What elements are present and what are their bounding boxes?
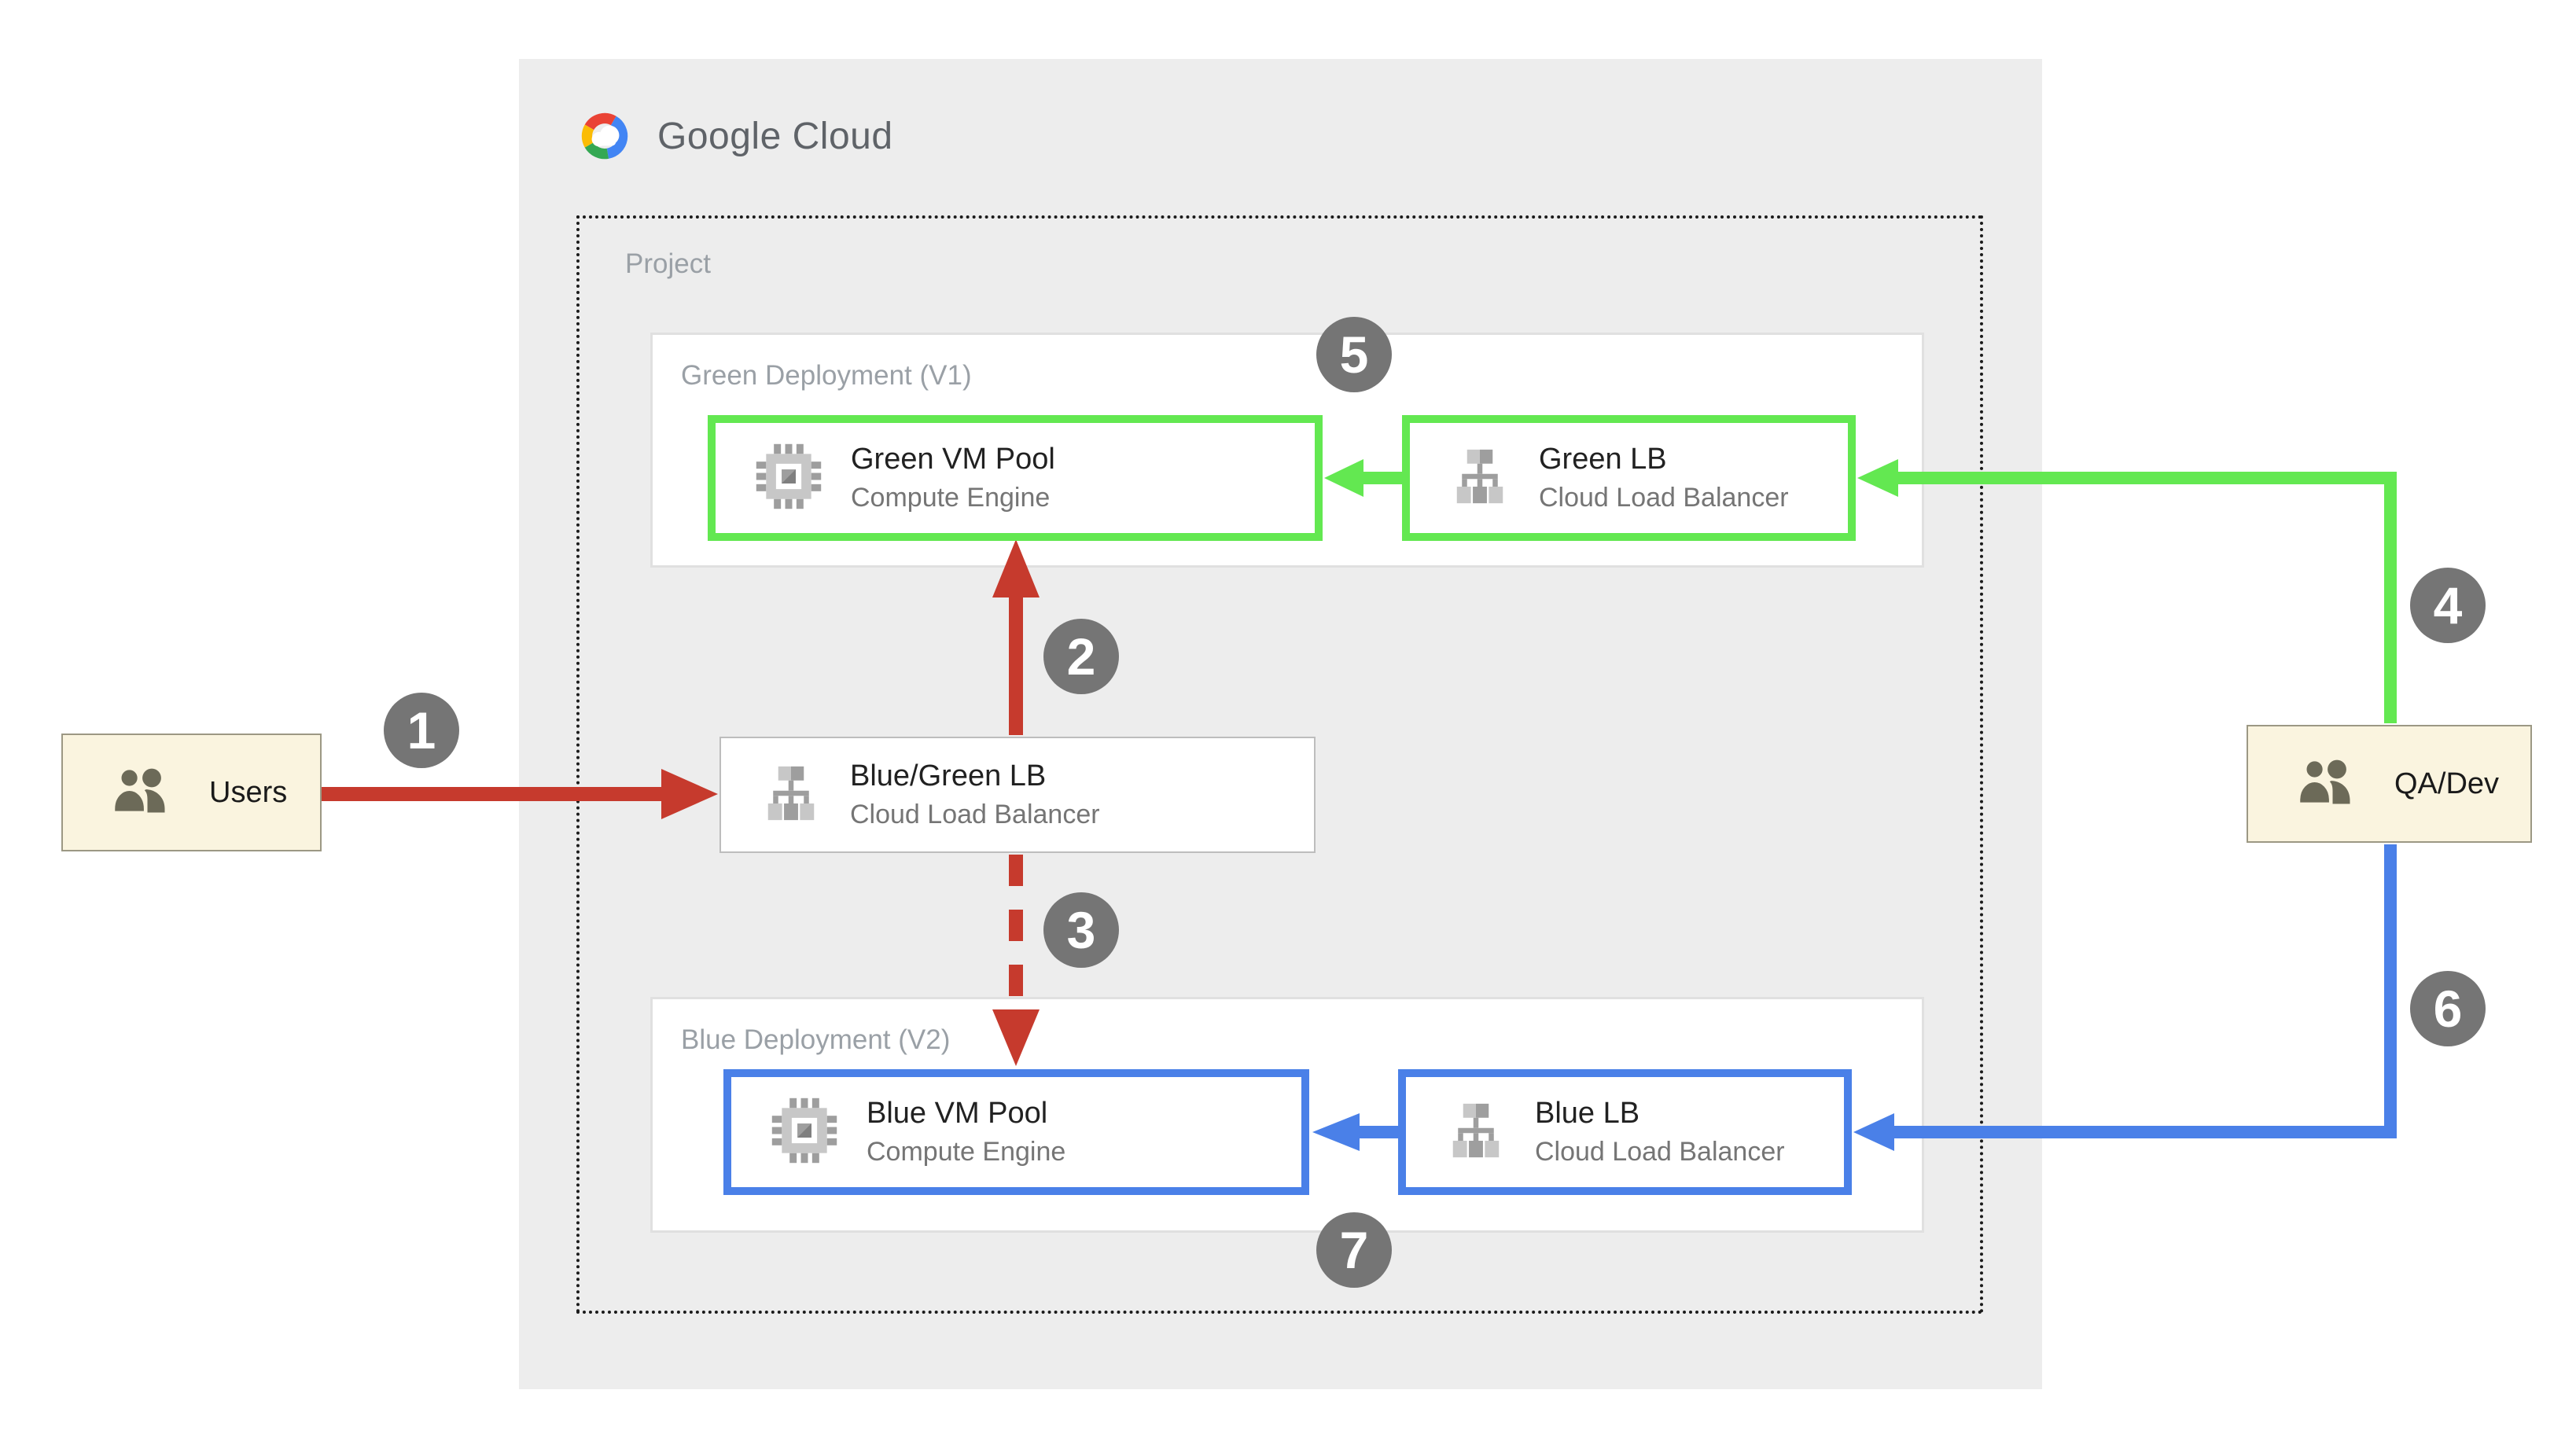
- step-badge-3: 3: [1043, 892, 1119, 968]
- load-balancer-icon: [760, 759, 822, 831]
- node-title: Green VM Pool: [851, 443, 1055, 476]
- qadev-actor-box: QA/Dev: [2247, 725, 2532, 843]
- users-group-icon: [2294, 755, 2363, 814]
- compute-engine-icon: [771, 1097, 838, 1168]
- node-subtitle: Compute Engine: [867, 1137, 1066, 1167]
- compute-engine-icon: [755, 443, 822, 514]
- actor-label: Users: [209, 775, 288, 809]
- node-subtitle: Compute Engine: [851, 483, 1051, 513]
- step-badge-2: 2: [1043, 619, 1119, 694]
- green-deployment-label: Green Deployment (V1): [681, 360, 972, 391]
- step-badge-7: 7: [1316, 1212, 1392, 1288]
- node-subtitle: Cloud Load Balancer: [850, 800, 1100, 829]
- step-badge-1: 1: [384, 693, 459, 768]
- project-label: Project: [625, 248, 711, 279]
- step-badge-5: 5: [1316, 317, 1392, 392]
- bluegreen-lb-node: Blue/Green LB Cloud Load Balancer: [719, 737, 1316, 853]
- google-cloud-logo-icon: [572, 108, 637, 164]
- project-container: Project: [576, 215, 1983, 1314]
- load-balancer-icon: [1449, 443, 1511, 514]
- blue-lb-node: Blue LB Cloud Load Balancer: [1398, 1069, 1852, 1195]
- users-group-icon: [109, 763, 178, 822]
- green-vm-pool-node: Green VM Pool Compute Engine: [708, 415, 1323, 541]
- step-badge-6: 6: [2410, 971, 2486, 1046]
- blue-deployment-label: Blue Deployment (V2): [681, 1024, 951, 1055]
- node-title: Green LB: [1539, 443, 1667, 476]
- node-title: Blue VM Pool: [867, 1097, 1048, 1130]
- blue-vm-pool-node: Blue VM Pool Compute Engine: [723, 1069, 1309, 1195]
- node-subtitle: Cloud Load Balancer: [1535, 1137, 1785, 1167]
- load-balancer-icon: [1445, 1097, 1507, 1168]
- node-subtitle: Cloud Load Balancer: [1539, 483, 1789, 513]
- node-title: Blue/Green LB: [850, 759, 1047, 792]
- brand-header: Google Cloud: [572, 108, 893, 164]
- actor-label: QA/Dev: [2394, 767, 2500, 800]
- step-badge-4: 4: [2410, 568, 2486, 643]
- node-title: Blue LB: [1535, 1097, 1640, 1130]
- brand-title: Google Cloud: [657, 116, 893, 157]
- green-lb-node: Green LB Cloud Load Balancer: [1402, 415, 1856, 541]
- users-actor-box: Users: [61, 734, 322, 851]
